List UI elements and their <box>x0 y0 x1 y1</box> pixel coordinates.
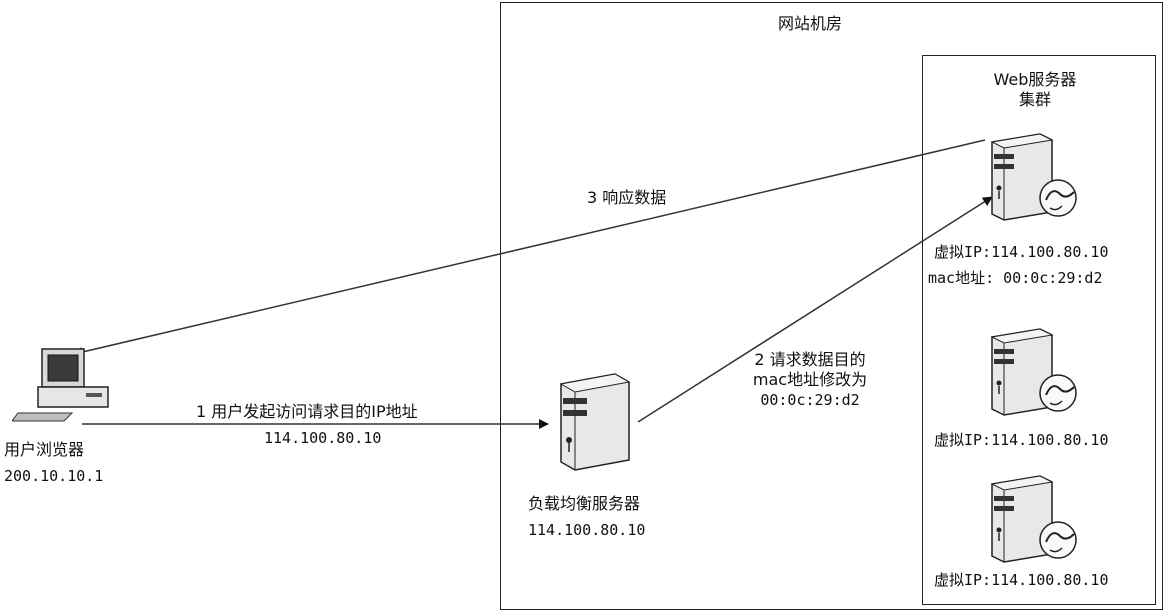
step3-label: 3 响应数据 <box>587 188 667 207</box>
load-balancer-name: 负载均衡服务器 <box>528 494 641 513</box>
computer-icon <box>12 348 109 422</box>
client-ip: 200.10.10.1 <box>4 467 104 485</box>
server-tower-icon <box>559 373 631 471</box>
step2-label: 2 请求数据目的 mac地址修改为 00:0c:29:d2 <box>720 350 900 410</box>
step1-ip: 114.100.80.10 <box>264 429 382 447</box>
server2-vip: 虚拟IP:114.100.80.10 <box>934 431 1109 449</box>
step2-line1: 2 请求数据目的 <box>754 350 866 369</box>
server-tower-with-globe-icon <box>990 475 1077 563</box>
load-balancer-ip: 114.100.80.10 <box>528 521 646 539</box>
datacenter-box <box>500 2 1163 610</box>
cluster-title-line2: 集群 <box>1018 90 1051 109</box>
step3-arrow <box>73 139 986 357</box>
server-tower-with-globe-icon <box>990 328 1077 416</box>
server3-vip: 虚拟IP:114.100.80.10 <box>934 571 1109 589</box>
cluster-title: Web服务器 集群 <box>970 70 1100 110</box>
step2-arrow <box>637 196 993 423</box>
web-cluster-box <box>922 55 1156 605</box>
step1-label: 1 用户发起访问请求目的IP地址 <box>196 402 418 421</box>
server1-vip: 虚拟IP:114.100.80.10 <box>934 243 1109 261</box>
cluster-title-line1: Web服务器 <box>993 70 1077 89</box>
step2-mac: 00:0c:29:d2 <box>760 391 860 409</box>
server-tower-with-globe-icon <box>990 133 1077 221</box>
client-name: 用户浏览器 <box>4 440 85 459</box>
step2-line2: mac地址修改为 <box>752 370 868 389</box>
datacenter-title: 网站机房 <box>778 14 843 33</box>
server1-mac: mac地址: 00:0c:29:d2 <box>928 269 1103 287</box>
